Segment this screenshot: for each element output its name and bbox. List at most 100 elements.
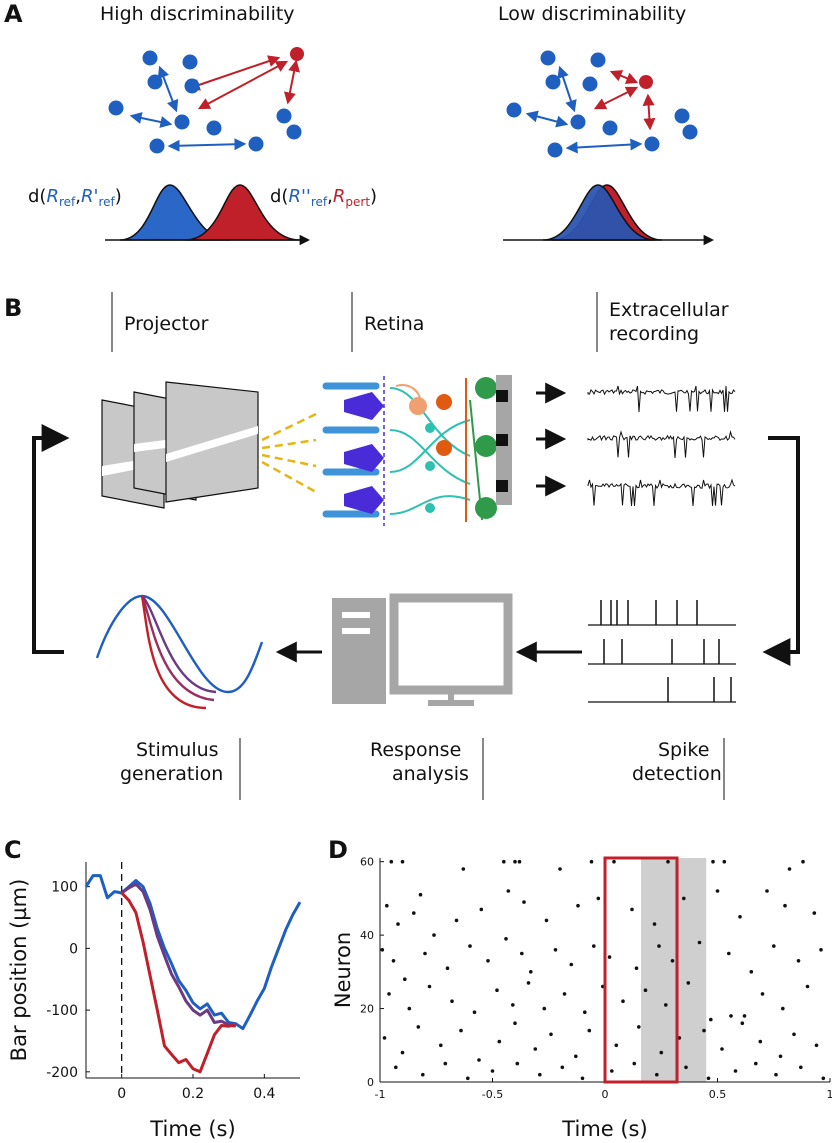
d-spike-dot — [799, 1065, 803, 1070]
d-spike-dot — [461, 867, 466, 871]
d-spike-dot — [819, 948, 823, 952]
d-spike-dot — [502, 859, 506, 864]
d-spike-dot — [697, 940, 702, 945]
d-spike-dot — [709, 1017, 713, 1022]
d-spike-dot — [450, 999, 454, 1003]
d-spike-dot — [560, 1065, 565, 1070]
d-spike-dot — [504, 937, 508, 941]
d-spike-dot — [587, 1028, 592, 1033]
d-spike-dot — [454, 918, 459, 923]
panel-letter-b: B — [4, 294, 22, 322]
stage-recording-line1: Extracellular — [609, 299, 729, 321]
d-spike-dot — [439, 1043, 443, 1048]
d-spike-dot — [792, 1032, 796, 1037]
d-spike-dot — [758, 1039, 763, 1044]
d-spike-dot — [385, 903, 389, 908]
stimulus-curves-icon — [95, 594, 264, 710]
d-spike-dot — [801, 859, 805, 864]
d-spike-dot — [632, 1061, 637, 1066]
c-xtick-label: 0.4 — [253, 1086, 275, 1102]
c-xtick-label: 0 — [117, 1086, 126, 1102]
d-spike-dot — [592, 944, 596, 948]
d-spike-dot — [621, 999, 625, 1003]
d-spike-dot — [549, 1032, 553, 1037]
d-spike-dot — [814, 1043, 819, 1048]
c-ytick-label: 100 — [51, 880, 78, 896]
d-spike-dot — [558, 867, 562, 871]
d-ytick-label: 60 — [360, 856, 374, 869]
d-spike-dot — [569, 962, 574, 967]
d-spike-dot — [477, 1058, 481, 1062]
c-xlabel: Time (s) — [149, 1117, 235, 1141]
d-spike-dot — [533, 1047, 538, 1051]
d-spike-dot — [574, 1054, 578, 1059]
d-spike-dot — [702, 1028, 706, 1033]
d-spike-dot — [421, 1072, 425, 1077]
d-xtick-label: -1 — [375, 1088, 386, 1101]
d-spike-dot — [400, 859, 405, 864]
low-distributions-icon — [503, 184, 715, 246]
d-spike-dot — [520, 951, 524, 956]
d-spike-dot — [479, 907, 484, 912]
d-spike-dot — [553, 948, 558, 952]
d-spike-dot — [742, 1014, 747, 1018]
high-discriminability-title: High discriminability — [100, 3, 295, 25]
c-ylabel: Bar position (µm) — [7, 879, 31, 1062]
retina-cells-icon — [322, 375, 512, 526]
d-spike-dot — [655, 1072, 659, 1077]
computer-icon — [332, 593, 513, 706]
d-spike-dot — [760, 992, 765, 996]
d-spike-dot — [513, 859, 517, 864]
d-spike-dot — [740, 1021, 745, 1025]
panel-a: A High discriminability Low discriminabi… — [4, 0, 715, 246]
d-spike-dot — [805, 984, 810, 989]
d-spike-dot — [562, 992, 567, 996]
d-spike-dot — [720, 1047, 724, 1051]
d-spike-dot — [418, 892, 423, 897]
d-spike-dot — [490, 1069, 495, 1073]
d-spike-dot — [472, 1010, 477, 1014]
d-spike-dot — [538, 1072, 542, 1077]
d-spike-dot — [787, 867, 792, 871]
d-spike-dot — [749, 970, 754, 974]
d-spike-dot — [659, 1050, 664, 1055]
stage-spike-line1: Spike — [658, 739, 709, 761]
stage-retina: Retina — [364, 313, 424, 335]
d-spike-dot — [423, 951, 427, 956]
projector-frames-icon — [101, 381, 317, 509]
d-spike-dot — [529, 970, 533, 974]
panel-b: B Projector Retina Extracellular recordi… — [4, 292, 800, 800]
d-ylabel: Neuron — [331, 932, 355, 1008]
d-spike-dot — [614, 1043, 619, 1048]
d-spike-dot — [796, 959, 801, 963]
c-ytick-label: 0 — [69, 941, 78, 957]
d-spike-dot — [612, 859, 616, 864]
d-spike-dot — [443, 1061, 448, 1066]
d-xtick-label: 0 — [602, 1088, 609, 1101]
high-cluster-icon — [108, 47, 304, 154]
d-spike-dot — [387, 992, 391, 996]
d-spike-dot — [686, 981, 691, 985]
c-ytick-label: -200 — [46, 1065, 78, 1081]
d-spike-dot — [664, 1003, 668, 1007]
d-spike-dot — [506, 889, 511, 893]
d-spike-dot — [486, 959, 490, 963]
d-ytick-label: 0 — [367, 1076, 374, 1089]
d-spike-dot — [706, 1076, 711, 1081]
c-xtick-label: 0.2 — [182, 1086, 204, 1102]
d-spike-dot — [643, 988, 648, 992]
d-spike-dot — [513, 1021, 517, 1025]
panel-letter-a: A — [4, 0, 23, 28]
d-spike-dot — [652, 922, 657, 926]
d-spike-dot — [389, 859, 394, 864]
d-xtick-label: 0.5 — [709, 1088, 727, 1101]
d-spike-dot — [772, 944, 776, 948]
d-spike-dot — [544, 918, 549, 923]
d-ytick-label: 20 — [360, 1003, 374, 1016]
d-spike-dot — [778, 1054, 783, 1059]
d-spike-dot — [765, 889, 769, 893]
d-spike-dot — [468, 944, 472, 948]
stage-stimulus-line1: Stimulus — [136, 739, 219, 761]
d-spike-dot — [634, 966, 639, 970]
